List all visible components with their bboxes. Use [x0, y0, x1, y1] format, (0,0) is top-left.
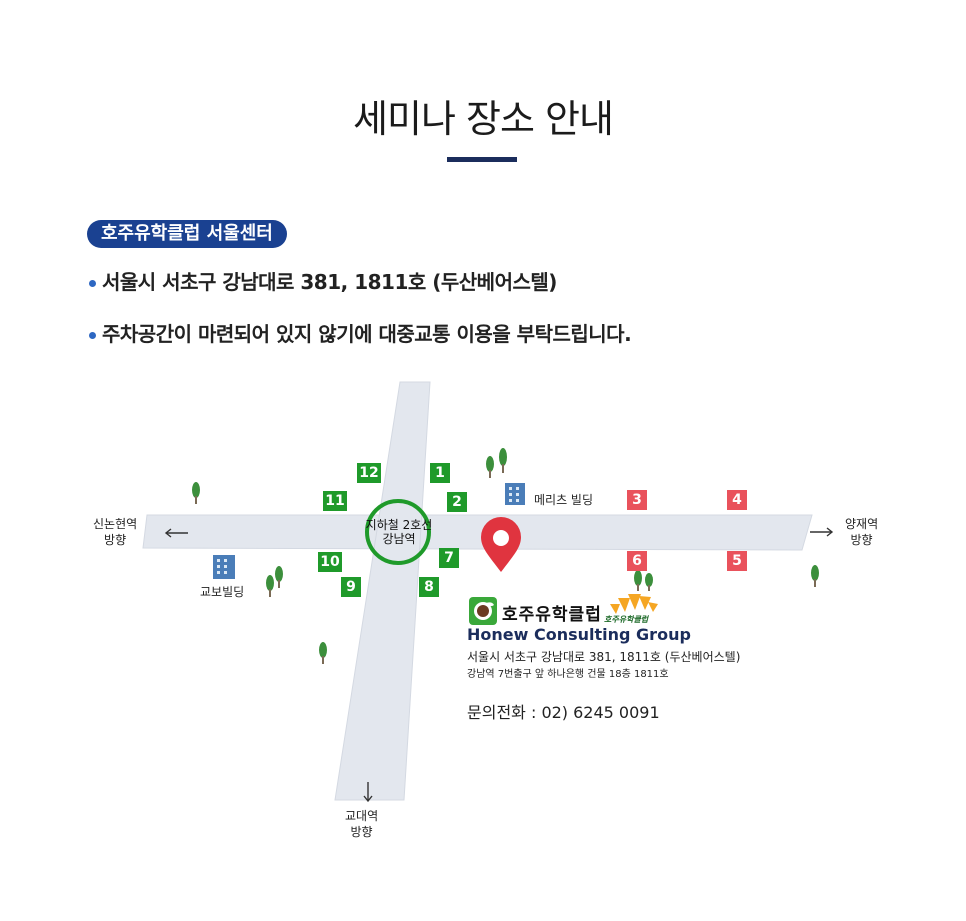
- company-address: 서울시 서초구 강남대로 381, 1811호 (두산베어스텔): [467, 650, 741, 664]
- tree-icon: [634, 570, 642, 591]
- tree-icon: [499, 448, 507, 473]
- station-name: 강남역: [382, 532, 416, 546]
- tree-icon: [486, 456, 494, 478]
- station-line: 지하철 2호선: [365, 518, 433, 532]
- exit-6: 6: [627, 551, 647, 571]
- company-phone: 문의전화 : 02) 6245 0091: [467, 703, 660, 722]
- tree-icon: [275, 566, 283, 588]
- company-name-kr: 호주유학클럽: [502, 605, 602, 625]
- exit-4: 4: [727, 490, 747, 510]
- arrow-down-icon: [363, 782, 373, 803]
- tree-icon: [319, 642, 327, 664]
- exit-8: 8: [419, 577, 439, 597]
- direction-south-name: 교대역: [345, 809, 379, 823]
- tree-icon: [645, 573, 653, 591]
- page-title: 세미나 장소 안내: [353, 97, 614, 141]
- tree-icon: [811, 565, 819, 587]
- arrow-left-icon: [164, 528, 188, 538]
- company-address-detail: 강남역 7번출구 앞 하나은행 건물 18층 1811호: [467, 669, 669, 680]
- bullet-dot-icon: [89, 280, 96, 287]
- exit-12: 12: [357, 463, 381, 483]
- building-label-meritz: 메리츠 빌딩: [534, 493, 594, 507]
- company-logo-icon: [469, 597, 497, 625]
- exit-7: 7: [439, 548, 459, 568]
- exit-10: 10: [318, 552, 342, 572]
- center-badge: 호주유학클럽 서울센터: [87, 220, 287, 248]
- building-icon-kyobo: [213, 555, 235, 579]
- address-bullet: 서울시 서초구 강남대로 381, 1811호 (두산베어스텔): [89, 266, 557, 295]
- company-name-en: Honew Consulting Group: [467, 625, 691, 644]
- direction-south: 교대역 방향: [345, 808, 378, 840]
- station-label: 지하철 2호선 강남역: [362, 518, 436, 546]
- building-label-kyobo: 교보빌딩: [200, 585, 245, 599]
- direction-west-suffix: 방향: [104, 533, 127, 547]
- exit-11: 11: [323, 491, 347, 511]
- direction-west: 신논현역 방향: [93, 516, 137, 548]
- main-road-horizontal: [142, 514, 813, 551]
- tree-icon: [266, 575, 274, 597]
- address-text: 서울시 서초구 강남대로 381, 1811호 (두산베어스텔): [102, 270, 557, 294]
- bullet-dot-icon: [89, 332, 96, 339]
- tree-icons: [192, 448, 819, 664]
- exit-3: 3: [627, 490, 647, 510]
- direction-east: 양재역 방향: [845, 516, 878, 548]
- direction-east-suffix: 방향: [850, 533, 873, 547]
- location-map: [142, 381, 834, 803]
- parking-bullet: 주차공간이 마련되어 있지 않기에 대중교통 이용을 부탁드립니다.: [89, 318, 632, 347]
- title-underline: [447, 157, 517, 162]
- parking-text: 주차공간이 마련되어 있지 않기에 대중교통 이용을 부탁드립니다.: [102, 322, 632, 346]
- exit-1: 1: [430, 463, 450, 483]
- building-icon-meritz: [505, 483, 525, 505]
- exit-2: 2: [447, 492, 467, 512]
- direction-west-name: 신논현역: [93, 517, 138, 531]
- arrow-right-icon: [810, 527, 834, 537]
- direction-east-name: 양재역: [845, 517, 879, 531]
- exit-5: 5: [727, 551, 747, 571]
- company-logo-small-text: 호주유학클럽: [604, 615, 649, 624]
- logo-swoosh-icon: [610, 594, 658, 614]
- direction-south-suffix: 방향: [350, 825, 373, 839]
- location-pin-icon: [481, 517, 521, 572]
- station-ring-icon: [365, 499, 431, 565]
- main-road-vertical: [334, 381, 431, 801]
- tree-icon: [192, 482, 200, 504]
- exit-9: 9: [341, 577, 361, 597]
